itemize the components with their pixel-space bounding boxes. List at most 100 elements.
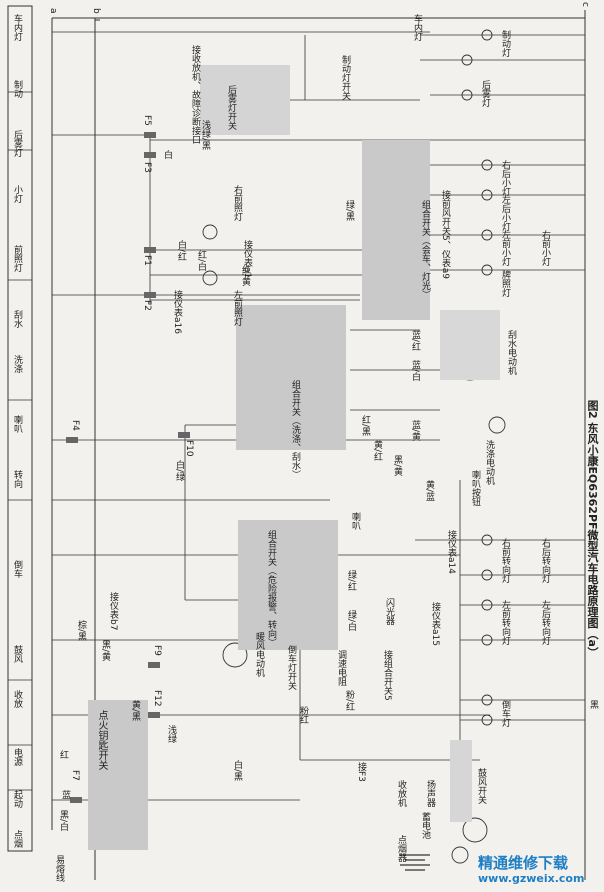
wire-label-20: 绿/白 <box>346 610 356 632</box>
label-brake-lamp: 制动灯 <box>500 30 510 57</box>
wire-label-13: 蓝/白 <box>410 360 420 382</box>
rear-fog-switch-block <box>200 65 290 135</box>
bus-label-a: a <box>48 8 58 14</box>
wire-label-7: 粉红 <box>298 706 308 724</box>
label-rear-fog-lamp: 后雾灯 <box>480 80 490 107</box>
label-left-rear-small: 左后小灯 <box>500 195 510 231</box>
fuse-f3 <box>144 152 156 158</box>
hazard-switch-block <box>238 520 338 650</box>
label-washer-motor: 洗涤电动机 <box>484 440 494 485</box>
blower-switch-block <box>450 740 472 822</box>
label-radio: 收放机 <box>396 780 406 807</box>
fuse-label-f12: F12 <box>152 690 162 707</box>
wire-label-2: 黄/黑 <box>130 700 140 722</box>
wire-label-3: 浅绿 <box>166 725 176 743</box>
label-speaker: 扬声器 <box>425 780 435 807</box>
label-brake-switch: 制动灯开关 <box>340 55 350 100</box>
header-cell-radio: 收放 <box>12 690 22 708</box>
figure-caption: 图2 东风小康EQ6362PF微型汽车电路原理图（a） <box>586 400 599 658</box>
label-battery: 蓄电池 <box>420 812 430 839</box>
wire-label-26: 浅绿/黑 <box>200 120 210 151</box>
label-meter-b7: 接仪表b7 <box>108 592 118 631</box>
header-strip <box>7 5 33 852</box>
label-left-rear-turn: 左后转向灯 <box>540 600 550 645</box>
label-right-front-turn: 右前转向灯 <box>500 538 510 583</box>
label-flasher: 闪光器 <box>384 598 394 625</box>
label-blower-switch: 鼓风开关 <box>476 768 486 804</box>
fuse-f2 <box>144 292 156 298</box>
wire-label-10: 红/白 <box>196 250 206 272</box>
watermark-url: www.gzweix.com <box>478 872 585 885</box>
fuse-f7 <box>70 797 82 803</box>
fuse-label-f2: F2 <box>142 300 152 311</box>
washer-wiper-switch-block <box>236 305 346 450</box>
label-to-meter-a15: 接仪表a15 <box>430 602 440 646</box>
wire-label-11: 白/红 <box>176 240 186 262</box>
label-horn: 喇叭 <box>350 512 360 530</box>
wire-label-23: 蓝 <box>60 790 70 799</box>
header-cell-turn: 转向 <box>12 470 22 488</box>
wire-label-14: 蓝/黄 <box>410 420 420 442</box>
label-ignition-switch: 点火钥匙开关 <box>96 710 107 770</box>
bus-label-c: c <box>580 2 590 7</box>
fuse-f1 <box>144 247 156 253</box>
wire-label-1: 黑/白 <box>58 810 68 832</box>
header-cell-reverse: 倒车 <box>12 560 22 578</box>
header-cell-wiper: 刮水 <box>12 310 22 328</box>
wire-label-21: 白 <box>162 150 172 159</box>
label-right-rear-small: 右后小灯 <box>500 160 510 196</box>
header-cell-washer: 洗涤 <box>12 355 22 373</box>
wire-label-12: 红/黄 <box>240 265 250 287</box>
label-to-radio-diag: 接收放机、故障诊断接口 <box>190 45 200 144</box>
label-heater-motor: 暖风电动机 <box>254 632 264 677</box>
fuse-f9 <box>148 662 160 668</box>
wire-label-19: 绿/红 <box>346 570 356 592</box>
fuse-label-f7: F7 <box>70 770 80 781</box>
label-cigar-lighter: 点烟器 <box>396 835 406 862</box>
label-reverse-lamp: 倒车灯 <box>500 700 510 727</box>
fuse-label-f9: F9 <box>152 645 162 656</box>
washer-motor-symbol <box>488 416 506 434</box>
label-plate-lamp: 牌照灯 <box>500 270 510 297</box>
wire-label-15: 黄/红 <box>372 440 382 462</box>
header-cell-brake: 制动 <box>12 80 22 98</box>
bus-label-b: b <box>91 8 101 14</box>
label-to-meter-a14: 接仪表a14 <box>446 530 456 574</box>
fuse-f5 <box>144 132 156 138</box>
label-left-front-small: 左前小灯 <box>500 230 510 266</box>
wire-label-4: 黑/黄 <box>100 640 110 662</box>
battery-terminal-symbol <box>451 846 469 864</box>
fuse-label-f1: F1 <box>142 255 152 266</box>
label-wiper-motor: 刮水电动机 <box>506 330 516 375</box>
fuse-f10 <box>178 432 190 438</box>
starter-symbol <box>462 817 488 843</box>
label-combo-light: 组合开关（会车、灯光） <box>420 200 430 299</box>
header-cell-rear-fog: 后雾灯 <box>12 130 22 157</box>
wire-label-17: 黄/蓝 <box>424 480 434 502</box>
label-left-headlamp: 左前照灯 <box>232 290 242 326</box>
header-cell-start: 起动 <box>12 790 22 808</box>
wire-label-18: 绿/黑 <box>344 200 354 222</box>
label-to-meter-a16: 接仪表a16 <box>172 290 182 334</box>
watermark-title: 精通维修下载 <box>478 854 569 872</box>
label-combo-washer-wiper: 组合开关（洗涤、刮水） <box>290 380 300 479</box>
header-cell-small-lamp: 小灯 <box>12 185 22 203</box>
wire-label-22: 红 <box>58 750 68 759</box>
heater-motor-symbol <box>222 642 248 668</box>
fuse-label-f10: F10 <box>184 440 194 457</box>
fuse-f12 <box>148 712 160 718</box>
fuse-label-f5: F5 <box>142 115 152 126</box>
header-cell-blower: 鼓风 <box>12 645 22 663</box>
header-cell-dome: 车内灯 <box>12 14 22 41</box>
battery-symbol <box>400 854 430 871</box>
label-rear-fog-switch: 后雾灯开关 <box>226 85 236 130</box>
label-speed-resistor: 调速电阻 <box>336 650 346 686</box>
label-to-dash-switch5-a9: 接前风开关5、仪表a9 <box>440 190 450 279</box>
label-reverse-switch: 倒车灯开关 <box>286 645 296 690</box>
label-to-meter-a1: 接仪表a1 <box>242 240 252 279</box>
wire-label-5: 白/黑 <box>232 760 242 782</box>
circuit-wires <box>52 31 585 801</box>
label-combo-hazard: 组合开关（危险报警、转向） <box>266 530 276 647</box>
ignition-switch-block <box>88 700 148 850</box>
